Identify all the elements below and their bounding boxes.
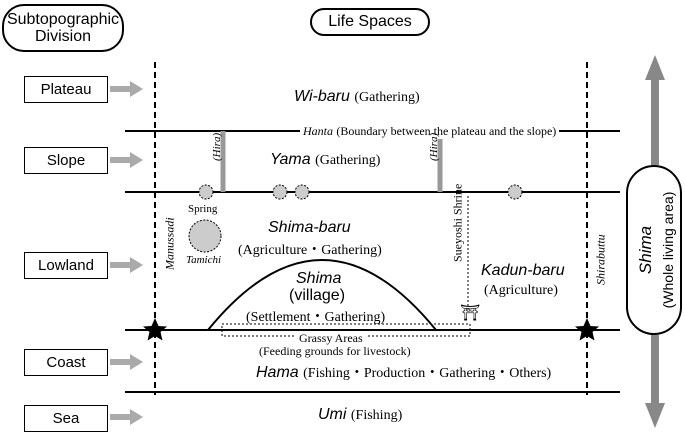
wi-baru-desc: (Gathering) [354, 90, 420, 105]
umi-desc: (Fishing) [350, 408, 403, 423]
division-slope: Slope [24, 147, 108, 174]
hira-label-right: (Hira) [428, 132, 440, 161]
manussadi-label: Manussadi [162, 217, 177, 270]
yama-label: Yama (Gathering) [270, 151, 380, 169]
spring-label: Spring [188, 203, 218, 215]
tamichi-label: Tamichi [186, 254, 222, 266]
tamichi-pond [188, 219, 222, 253]
arrow-plateau [110, 81, 143, 97]
star-marker-right [575, 318, 599, 341]
wi-baru-name: Wi-baru [294, 88, 350, 105]
life-spaces-header: Life Spaces [310, 8, 430, 36]
whole-area-arrow [645, 55, 665, 428]
life-spaces-label: Life Spaces [328, 13, 412, 30]
grassy-area-desc: (Feeding grounds for livestock) [259, 344, 411, 358]
village-arc [207, 259, 437, 331]
torii-icon: ⛩ [460, 305, 481, 322]
subtopographic-header: Subtopographic Division [2, 4, 124, 52]
hama-name: Hama [256, 364, 299, 381]
kadun-baru-name: Kadun-baru [481, 262, 565, 279]
spring-circle [198, 184, 214, 200]
umi-name: Umi [318, 406, 347, 423]
hira-label-left: (Hira) [211, 132, 223, 161]
arrow-slope [110, 152, 143, 168]
arrow-sea [110, 409, 143, 425]
arrow-lowland [110, 257, 143, 273]
shima-village-name: Shima [296, 270, 342, 287]
yama-name: Yama [270, 151, 311, 168]
division-lowland: Lowland [24, 252, 108, 279]
whole-living-area-pill [626, 165, 682, 335]
umi-label: Umi (Fishing) [318, 406, 402, 424]
subtopographic-label: Subtopographic Division [6, 11, 120, 45]
division-sea-label: Sea [52, 410, 80, 427]
wi-baru-label: Wi-baru (Gathering) [294, 88, 420, 106]
whole-living-area-name: Shima [636, 225, 655, 275]
division-sea: Sea [24, 405, 108, 432]
division-coast: Coast [24, 349, 108, 376]
hanta-desc: (Boundary between the plateau and the sl… [336, 124, 557, 138]
division-arrows [110, 81, 143, 425]
division-coast-label: Coast [46, 354, 86, 371]
spring-circle [507, 184, 523, 200]
shima-baru-desc: (Agriculture・Gathering) [238, 243, 382, 258]
shirabuttu-label: Shirabuttu [593, 234, 608, 285]
arrow-coast [110, 354, 143, 370]
grassy-area-name: Grassy Areas [296, 331, 366, 346]
shima-village-sub: (village) [289, 287, 346, 304]
shima-village-desc: (Settlement・Gathering) [246, 310, 386, 325]
division-plateau: Plateau [24, 76, 108, 103]
spring-circle [294, 184, 310, 200]
division-plateau-label: Plateau [40, 81, 92, 98]
division-slope-label: Slope [46, 152, 86, 169]
yama-desc: (Gathering) [315, 153, 381, 168]
sueyoshi-shrine-label: Sueyoshi Shrine [450, 183, 465, 262]
star-marker-left [143, 318, 167, 341]
hanta-name: Hanta [303, 124, 333, 138]
spring-circle [272, 184, 288, 200]
hama-label: Hama (Fishing・Production・Gathering・Other… [256, 362, 551, 382]
division-lowland-label: Lowland [38, 257, 94, 274]
hama-desc: (Fishing・Production・Gathering・Others) [303, 366, 552, 381]
whole-living-area-desc: (Whole living area) [660, 191, 676, 309]
hanta-label: Hanta (Boundary between the plateau and … [300, 124, 560, 139]
kadun-baru-desc: (Agriculture) [484, 283, 558, 298]
shima-baru-name: Shima-baru [268, 219, 351, 236]
